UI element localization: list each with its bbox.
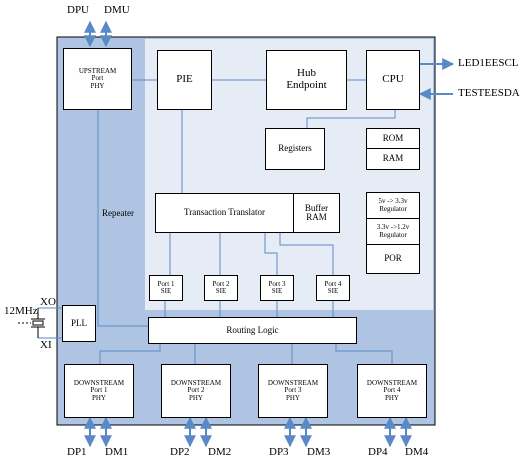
pin-dmu: DMU xyxy=(104,4,130,16)
ram-label: RAM xyxy=(382,153,404,164)
down2-line2: Port 2 xyxy=(187,386,205,395)
regulator-3v3-1v2: 3.3v ->1.2v Regulator xyxy=(366,218,420,245)
ram-block: RAM xyxy=(366,148,420,170)
transaction-translator-block: Transaction Translator xyxy=(155,193,294,233)
por-block: POR xyxy=(366,244,420,274)
upstream-line2: Port xyxy=(91,74,104,83)
port3-sie: Port 3 SIE xyxy=(260,275,294,301)
down1-line2: Port 1 xyxy=(90,386,108,395)
pin-xi: XI xyxy=(40,339,52,351)
port4-sie: Port 4 SIE xyxy=(316,275,350,301)
pll-label: PLL xyxy=(70,317,87,328)
sie1-line1: Port 1 xyxy=(157,279,175,288)
cpu-label: CPU xyxy=(382,73,404,86)
rom-label: ROM xyxy=(382,132,404,143)
downstream-port4-phy: DOWNSTREAM Port 4 PHY xyxy=(357,364,427,418)
registers-block: Registers xyxy=(265,128,325,170)
crystal-icon xyxy=(18,308,45,338)
pin-dp3: DP3 xyxy=(269,446,289,458)
buffer-ram-line1: Buffer xyxy=(304,202,329,213)
rom-block: ROM xyxy=(366,128,420,149)
pin-testeesda: TESTEESDA xyxy=(458,87,520,99)
down2-line3: PHY xyxy=(188,393,203,402)
pin-xo: XO xyxy=(40,296,56,308)
downstream-port1-phy: DOWNSTREAM Port 1 PHY xyxy=(64,364,134,418)
regulator2-line2: Regulator xyxy=(379,230,407,239)
down1-line1: DOWNSTREAM xyxy=(73,378,125,387)
down2-line1: DOWNSTREAM xyxy=(170,378,222,387)
pin-dp4: DP4 xyxy=(368,446,388,458)
pin-dp1: DP1 xyxy=(67,446,87,458)
pin-dm2: DM2 xyxy=(208,446,232,458)
downstream-port2-phy: DOWNSTREAM Port 2 PHY xyxy=(161,364,231,418)
buffer-ram-block: Buffer RAM xyxy=(293,193,340,233)
pin-12mhz: 12MHz xyxy=(4,305,38,317)
por-label: POR xyxy=(384,253,402,264)
sie2-line1: Port 2 xyxy=(212,279,230,288)
down3-line3: PHY xyxy=(285,393,300,402)
pin-dm1: DM1 xyxy=(105,446,129,458)
upstream-line3: PHY xyxy=(90,81,105,90)
pin-dp2: DP2 xyxy=(170,446,190,458)
pie-block: PIE xyxy=(157,50,212,110)
upstream-line1: UPSTREAM xyxy=(78,66,117,75)
sie1-line2: SIE xyxy=(160,287,172,295)
down3-line2: Port 3 xyxy=(284,386,302,395)
pin-led1eescl: LED1EESCL xyxy=(458,57,519,69)
down4-line3: PHY xyxy=(384,393,399,402)
internal-connections xyxy=(38,79,396,364)
cpu-block: CPU xyxy=(366,50,420,110)
upstream-port-phy: UPSTREAM Port PHY xyxy=(63,48,132,110)
routing-logic-block: Routing Logic xyxy=(148,317,357,344)
pin-dm4: DM4 xyxy=(405,446,429,458)
down3-line1: DOWNSTREAM xyxy=(267,378,319,387)
down1-line3: PHY xyxy=(91,393,106,402)
regulator-5v-3v3: 5v -> 3.3v Regulator xyxy=(366,192,420,219)
transaction-translator-label: Transaction Translator xyxy=(184,207,265,218)
regulator1-line1: 5v -> 3.3v xyxy=(378,197,408,206)
routing-logic-label: Routing Logic xyxy=(226,324,279,335)
regulator2-line1: 3.3v ->1.2v xyxy=(376,223,410,232)
hub-endpoint-block: Hub Endpoint xyxy=(266,50,347,110)
repeater-label: Repeater xyxy=(102,208,134,218)
sie4-line2: SIE xyxy=(327,287,339,295)
down4-line2: Port 4 xyxy=(383,386,401,395)
sie4-line1: Port 4 xyxy=(324,279,342,288)
sie3-line1: Port 3 xyxy=(268,279,286,288)
port1-sie: Port 1 SIE xyxy=(149,275,183,301)
hub-endpoint-line2: Endpoint xyxy=(286,79,327,91)
sie2-line2: SIE xyxy=(215,287,227,295)
pin-dm3: DM3 xyxy=(307,446,331,458)
regulator1-line2: Regulator xyxy=(379,204,407,213)
registers-label: Registers xyxy=(278,143,312,154)
sie3-line2: SIE xyxy=(271,287,283,295)
port2-sie: Port 2 SIE xyxy=(204,275,238,301)
downstream-port3-phy: DOWNSTREAM Port 3 PHY xyxy=(258,364,328,418)
pin-dpu: DPU xyxy=(67,4,90,16)
pin-arrows xyxy=(84,20,455,448)
pll-block: PLL xyxy=(62,305,96,342)
buffer-ram-line2: RAM xyxy=(306,212,327,222)
pie-label: PIE xyxy=(176,73,193,86)
down4-line1: DOWNSTREAM xyxy=(366,378,418,387)
hub-endpoint-line1: Hub xyxy=(297,67,316,80)
